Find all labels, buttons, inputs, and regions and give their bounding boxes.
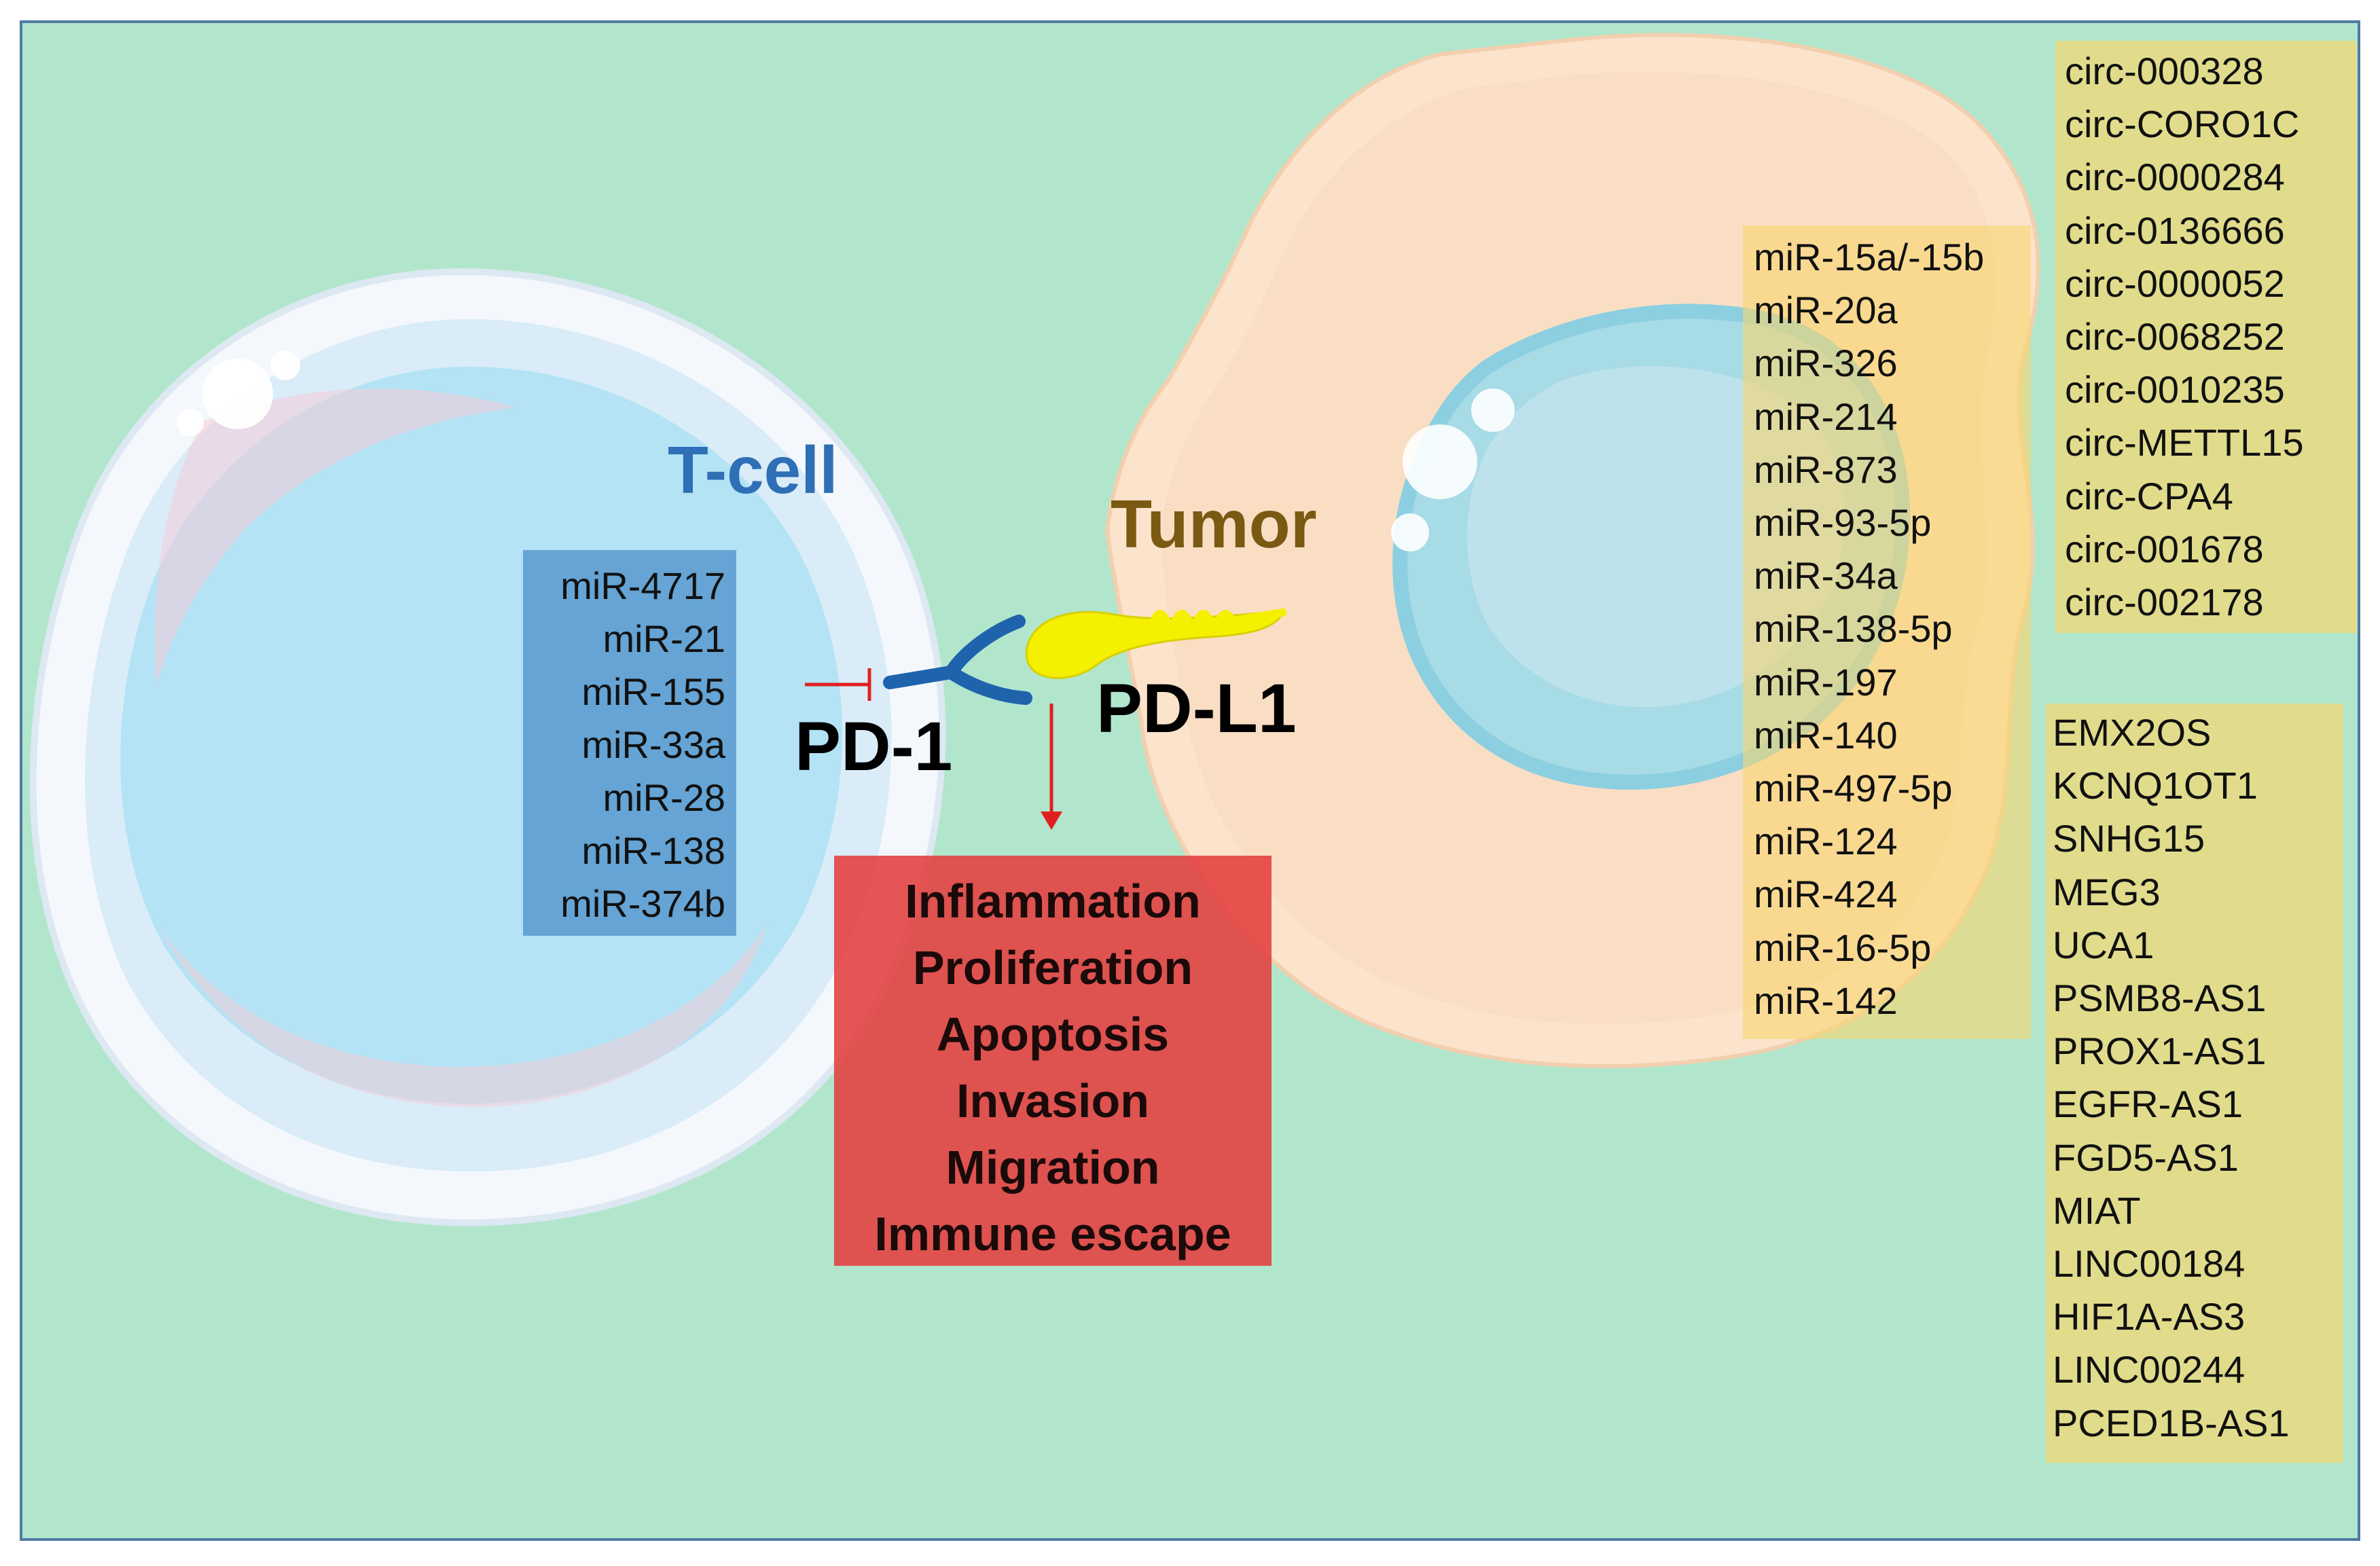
- list-item: miR-15a/-15b: [1754, 236, 1985, 278]
- list-item: miR-142: [1754, 979, 1898, 1022]
- list-item: MIAT: [2053, 1188, 2141, 1232]
- figure-frame: [20, 20, 2360, 1541]
- list-item: miR-197: [1754, 660, 1898, 704]
- effect-item: Inflammation: [905, 875, 1201, 928]
- list-item: miR-33a: [581, 723, 725, 766]
- circrna-list: circ-000328 circ-CORO1C circ-0000284 cir…: [2055, 41, 2357, 633]
- list-item: LINC00244: [2053, 1348, 2246, 1391]
- list-item: KCNQ1OT1: [2053, 764, 2258, 807]
- list-item: PSMB8-AS1: [2053, 977, 2267, 1020]
- list-item: miR-4717: [560, 564, 725, 607]
- effect-item: Apoptosis: [936, 1008, 1170, 1061]
- effect-item: Immune escape: [874, 1207, 1231, 1260]
- list-item: miR-155: [581, 670, 725, 713]
- lncrna-list: EMX2OS KCNQ1OT1 SNHG15 MEG3 UCA1 PSMB8-A…: [2046, 704, 2343, 1463]
- list-item: UCA1: [2053, 923, 2154, 966]
- list-item: circ-000328: [2065, 50, 2264, 92]
- list-item: miR-28: [602, 776, 725, 819]
- effects-box: Inflammation Proliferation Apoptosis Inv…: [834, 856, 1272, 1266]
- down-arrow-head: [1041, 812, 1062, 830]
- list-item: miR-424: [1754, 873, 1898, 916]
- list-item: miR-16-5p: [1754, 926, 1932, 969]
- list-item: circ-METTL15: [2065, 421, 2304, 465]
- list-item: miR-326: [1754, 342, 1898, 385]
- list-item: circ-0136666: [2065, 208, 2285, 252]
- list-item: miR-93-5p: [1754, 501, 1932, 545]
- pd1-receptor-arm-lower: [944, 666, 1032, 705]
- list-item: SNHG15: [2053, 817, 2205, 860]
- list-item: miR-138: [581, 829, 725, 872]
- list-item: circ-CPA4: [2065, 474, 2233, 517]
- list-item: miR-138-5p: [1754, 607, 1953, 651]
- list-item: miR-20a: [1754, 289, 1898, 332]
- list-item: circ-0000052: [2065, 261, 2285, 305]
- list-item: PROX1-AS1: [2053, 1030, 2267, 1073]
- list-item: PCED1B-AS1: [2053, 1401, 2290, 1444]
- list-item: circ-0010235: [2065, 368, 2285, 412]
- list-item: miR-21: [602, 617, 725, 660]
- list-item: circ-CORO1C: [2065, 103, 2300, 146]
- list-item: LINC00184: [2053, 1242, 2246, 1286]
- tcell-mirna-list: miR-4717 miR-21 miR-155 miR-33a miR-28 m…: [523, 550, 736, 936]
- pd1-label: PD-1: [795, 708, 953, 785]
- pdl1-label: PD-L1: [1096, 670, 1297, 747]
- effect-item: Migration: [945, 1141, 1160, 1194]
- list-item: miR-140: [1754, 713, 1898, 757]
- list-item: miR-374b: [560, 882, 725, 925]
- pdl1-ligand: [1025, 608, 1286, 679]
- list-item: miR-873: [1754, 448, 1898, 491]
- effect-item: Proliferation: [912, 941, 1193, 994]
- list-item: circ-0068252: [2065, 315, 2285, 359]
- tumor-label: Tumor: [1111, 486, 1317, 562]
- list-item: circ-0000284: [2065, 156, 2285, 199]
- tcell-label: T-cell: [668, 433, 838, 507]
- tumor-mirna-list: miR-15a/-15b miR-20a miR-326 miR-214 miR…: [1743, 225, 2031, 1039]
- list-item: EMX2OS: [2053, 711, 2212, 754]
- list-item: FGD5-AS1: [2053, 1135, 2239, 1179]
- list-item: circ-001678: [2065, 527, 2264, 570]
- list-item: circ-002178: [2065, 581, 2264, 624]
- list-item: miR-214: [1754, 395, 1898, 438]
- list-item: miR-34a: [1754, 554, 1898, 598]
- effect-item: Invasion: [956, 1074, 1149, 1127]
- list-item: miR-497-5p: [1754, 767, 1953, 810]
- list-item: MEG3: [2053, 870, 2161, 913]
- list-item: HIF1A-AS3: [2053, 1295, 2246, 1339]
- list-item: EGFR-AS1: [2053, 1082, 2243, 1126]
- list-item: miR-124: [1754, 820, 1898, 863]
